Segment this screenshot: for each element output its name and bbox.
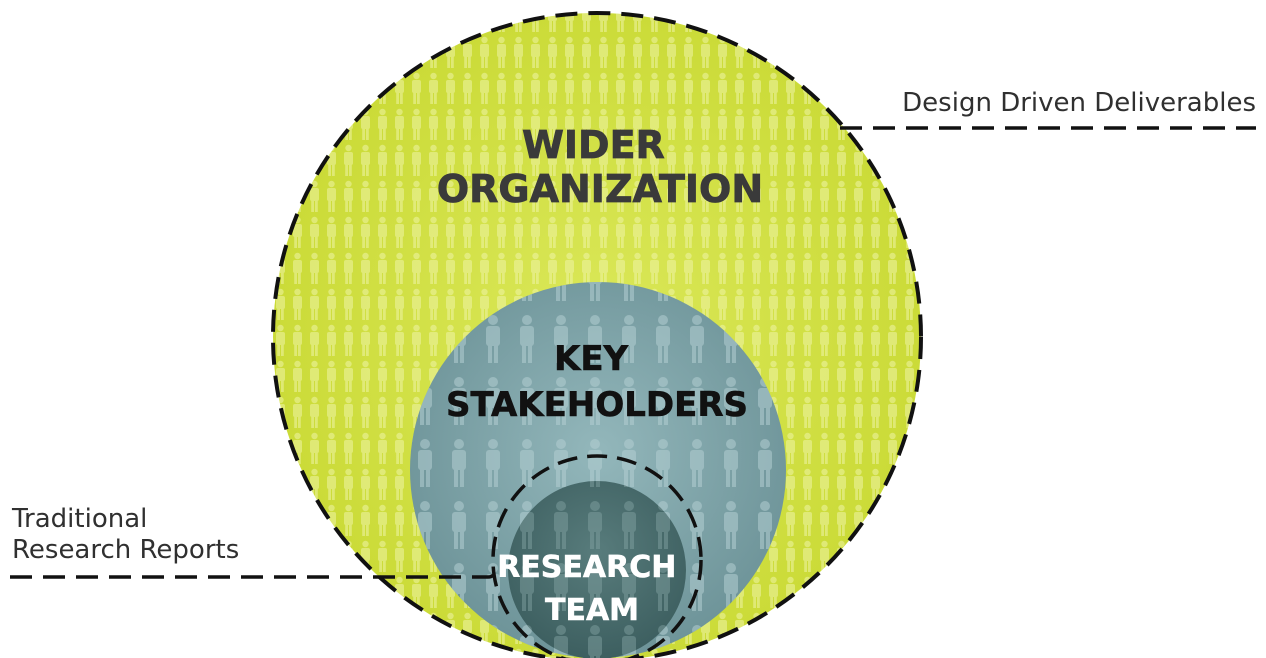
- bottom-left-leader-line: [10, 565, 498, 579]
- middle-circle: [410, 282, 786, 658]
- inner-circle-title: RESEARCH TEAM: [497, 550, 687, 628]
- bottom-left-callout-line-1: Traditional: [11, 504, 147, 534]
- outer-title-line-1: WIDER: [522, 123, 665, 167]
- outer-title-line-2: ORGANIZATION: [437, 167, 763, 211]
- inner-title-line-2: TEAM: [545, 593, 639, 628]
- middle-title-line-2: STAKEHOLDERS: [446, 385, 748, 425]
- bottom-left-callout-label: Traditional Research Reports: [11, 504, 239, 565]
- outer-dashed-boundary: [271, 11, 923, 658]
- inner-circle: [508, 481, 686, 658]
- outer-circle-title: WIDER ORGANIZATION: [437, 123, 763, 211]
- middle-title-line-1: KEY: [554, 339, 629, 379]
- inner-dashed-boundary: [491, 454, 703, 658]
- bottom-left-callout-line-2: Research Reports: [12, 535, 239, 565]
- inner-title-line-1: RESEARCH: [497, 550, 676, 585]
- top-right-callout-label: Design Driven Deliverables: [902, 88, 1256, 118]
- middle-circle-title: KEY STAKEHOLDERS: [446, 339, 748, 425]
- top-right-callout-line-1: Design Driven Deliverables: [902, 88, 1256, 118]
